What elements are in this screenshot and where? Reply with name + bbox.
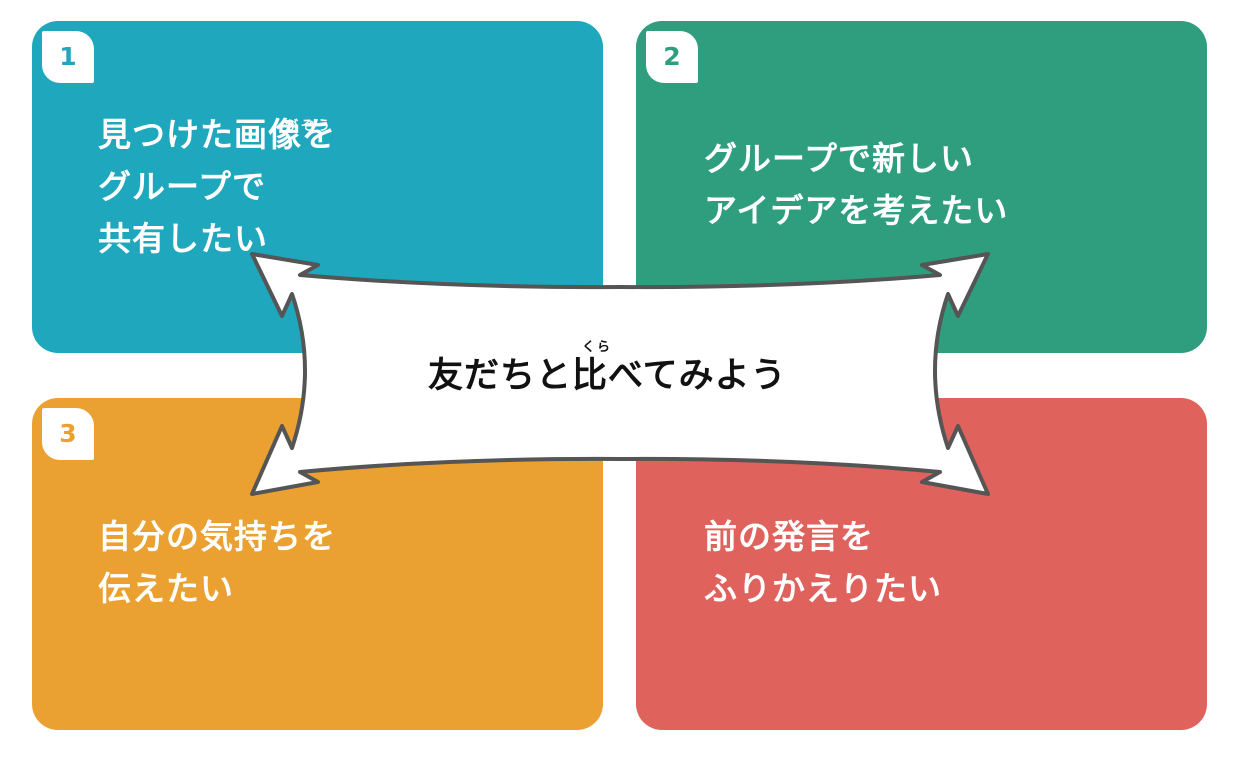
card-share-images: 1 がぞう 見つけた画像を グループで 共有したい	[32, 21, 603, 353]
card-text: 見つけた画像を グループで 共有したい	[98, 109, 336, 265]
card-number-badge: 1	[42, 31, 94, 83]
card-look-back: 前の発言を ふりかえりたい	[636, 398, 1207, 730]
card-text-line: 共有したい	[98, 219, 268, 258]
card-number-badge: 2	[646, 31, 698, 83]
card-text-line: 伝えたい	[98, 569, 234, 608]
card-text-line: グループで新しい	[704, 139, 975, 178]
card-text-line: 自分の気持ちを	[98, 517, 336, 556]
card-text: グループで新しい アイデアを考えたい	[704, 133, 1008, 237]
card-text: 前の発言を ふりかえりたい	[704, 511, 942, 615]
banner-title: 友だちと比べてみよう	[428, 356, 787, 396]
card-number-badge: 3	[42, 408, 94, 460]
furigana-gazou: がぞう	[285, 119, 334, 134]
card-text-line: 見つけた画像を	[98, 115, 336, 154]
card-text-line: グループで	[98, 167, 267, 206]
furigana-kura: くら	[582, 340, 613, 355]
card-text-line: ふりかえりたい	[704, 569, 942, 608]
card-express-feelings: 3 自分の気持ちを 伝えたい	[32, 398, 603, 730]
card-text: 自分の気持ちを 伝えたい	[98, 511, 336, 615]
card-text-line: 前の発言を	[704, 517, 874, 556]
card-text-line: アイデアを考えたい	[704, 191, 1009, 230]
card-new-ideas: 2 グループで新しい アイデアを考えたい	[636, 21, 1207, 353]
